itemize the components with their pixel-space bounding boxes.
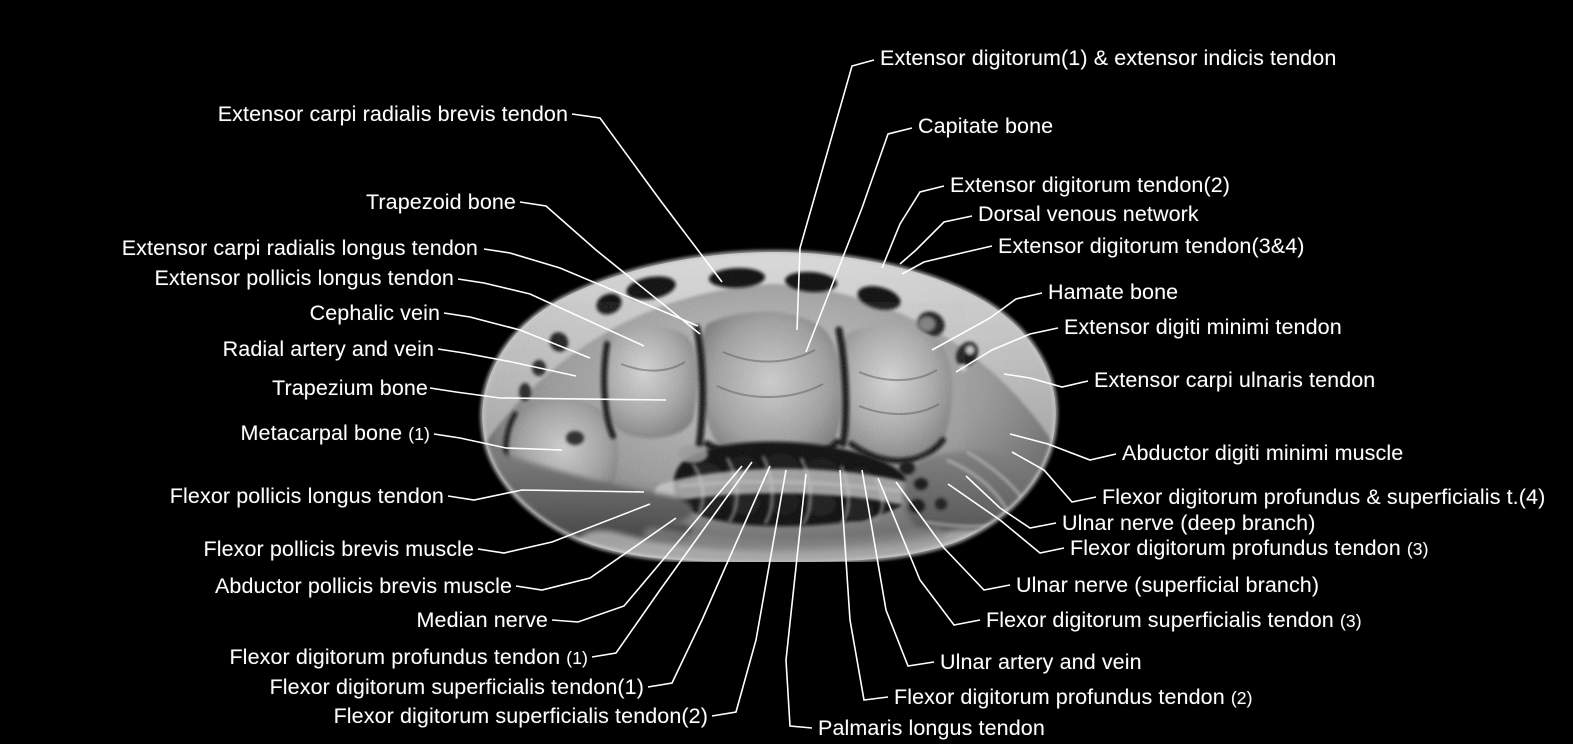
label-fds-tendon-1: Flexor digitorum superficialis tendon(1) [269,675,644,699]
label-fdp-tendon-3-text: Flexor digitorum profundus tendon [1070,536,1401,560]
label-abductor-digiti-minimi-muscle: Abductor digiti minimi muscle [1122,441,1404,465]
label-ulnar-artery-and-vein: Ulnar artery and vein [940,650,1142,674]
label-metacarpal-bone-1-text: Metacarpal bone [240,421,403,445]
label-fdp-tendon-1-text: Flexor digitorum profundus tendon [229,645,561,669]
label-fdp-tendon-2-index: (2) [1230,688,1253,708]
label-capitate-bone: Capitate bone [918,114,1054,138]
label-fdp-tendon-1: Flexor digitorum profundus tendon (1) [0,645,588,671]
label-ulnar-nerve-deep-branch: Ulnar nerve (deep branch) [1062,511,1316,535]
label-extensor-carpi-radialis-longus-tendon: Extensor carpi radialis longus tendon [121,236,478,260]
label-extensor-digitorum-1-indicis: Extensor digitorum(1) & extensor indicis… [880,46,1337,70]
label-palmaris-longus-tendon: Palmaris longus tendon [818,716,1045,740]
label-fdp-tendon-2-text: Flexor digitorum profundus tendon [894,685,1225,709]
label-fds-tendon-3-index: (3) [1339,611,1362,631]
label-hamate-bone: Hamate bone [1048,280,1179,304]
label-fdp-fds-t4: Flexor digitorum profundus & superficial… [1102,485,1546,509]
label-flexor-pollicis-longus-tendon: Flexor pollicis longus tendon [169,484,444,508]
label-trapezium-bone: Trapezium bone [272,376,428,400]
label-fdp-tendon-3-index: (3) [1406,539,1429,559]
label-flexor-pollicis-brevis-muscle: Flexor pollicis brevis muscle [203,537,474,561]
label-extensor-pollicis-longus-tendon: Extensor pollicis longus tendon [154,266,454,290]
label-extensor-carpi-ulnaris-tendon: Extensor carpi ulnaris tendon [1094,368,1376,392]
label-cephalic-vein: Cephalic vein [309,301,440,325]
label-trapezoid-bone: Trapezoid bone [365,190,516,214]
label-fdp-tendon-3: Flexor digitorum profundus tendon (3) [1070,536,1429,562]
label-extensor-digitorum-tendon-2: Extensor digitorum tendon(2) [950,173,1231,197]
label-metacarpal-bone-1-index: (1) [408,424,430,444]
label-abductor-pollicis-brevis-muscle: Abductor pollicis brevis muscle [214,574,512,598]
label-extensor-digitorum-tendon-34: Extensor digitorum tendon(3&4) [998,234,1305,258]
mri-cross-section-image [455,232,1085,562]
label-dorsal-venous-network: Dorsal venous network [978,202,1199,226]
label-fdp-tendon-1-index: (1) [566,648,588,668]
label-fds-tendon-3: Flexor digitorum superficialis tendon (3… [986,608,1362,634]
label-fds-tendon-2: Flexor digitorum superficialis tendon(2) [333,704,708,728]
label-fds-tendon-3-text: Flexor digitorum superficialis tendon [986,608,1334,632]
mri-artwork [480,249,1058,562]
label-median-nerve: Median nerve [416,608,548,632]
label-extensor-carpi-radialis-brevis-tendon: Extensor carpi radialis brevis tendon [217,102,568,126]
label-fdp-tendon-2: Flexor digitorum profundus tendon (2) [894,685,1253,711]
label-extensor-digiti-minimi-tendon: Extensor digiti minimi tendon [1064,315,1342,339]
label-radial-artery-and-vein: Radial artery and vein [222,337,434,361]
label-ulnar-nerve-superficial-branch: Ulnar nerve (superficial branch) [1016,573,1320,597]
label-metacarpal-bone-1: Metacarpal bone (1) [0,421,430,447]
